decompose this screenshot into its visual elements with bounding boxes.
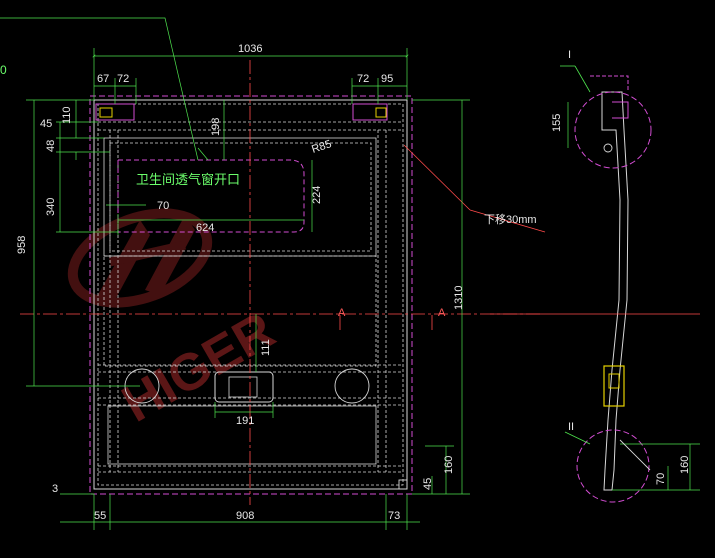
hinge-right bbox=[352, 103, 388, 121]
side-view bbox=[490, 65, 700, 503]
label-radius: R85 bbox=[310, 138, 333, 156]
vent-opening-outline bbox=[118, 159, 305, 233]
dim-top-right-b: 95 bbox=[381, 73, 393, 85]
label-section-a-right: A bbox=[438, 307, 446, 319]
label-detail-2: II bbox=[568, 421, 574, 433]
dim-inner-70: 70 bbox=[157, 200, 169, 212]
detail-circle-1 bbox=[574, 91, 652, 169]
dim-top-width: 1036 bbox=[238, 43, 262, 55]
detail-circle-2 bbox=[576, 429, 650, 503]
dim-left-110: 110 bbox=[61, 106, 73, 124]
center-lines bbox=[20, 60, 546, 505]
side-lock bbox=[603, 365, 625, 407]
dim-right-45: 45 bbox=[422, 478, 434, 490]
dim-inner-111: 111 bbox=[260, 339, 272, 356]
door-inner-outline bbox=[97, 103, 404, 486]
dim-top-left-a: 67 bbox=[97, 73, 109, 85]
dim-bottom-55: 55 bbox=[94, 510, 106, 522]
dim-top-left-b: 72 bbox=[117, 73, 129, 85]
dim-bottom-3: 3 bbox=[52, 483, 58, 495]
dim-side-70: 70 bbox=[655, 473, 667, 485]
dim-side-160: 160 bbox=[679, 456, 691, 474]
dim-left-45: 45 bbox=[40, 118, 52, 130]
dim-bottom-73: 73 bbox=[388, 510, 400, 522]
dim-right-1310: 1310 bbox=[453, 286, 465, 310]
dim-inner-191: 191 bbox=[236, 415, 254, 427]
handle-cutout bbox=[214, 371, 274, 403]
higer-logo-icon bbox=[67, 208, 213, 308]
front-view bbox=[89, 95, 413, 495]
dim-top-right-a: 72 bbox=[357, 73, 369, 85]
round-cutout-right bbox=[334, 368, 370, 404]
dim-inner-224: 224 bbox=[311, 186, 323, 204]
hinge-left bbox=[95, 103, 135, 121]
dim-side-155: 155 bbox=[551, 114, 563, 132]
label-detail-1: I bbox=[568, 49, 571, 61]
dim-inner-198: 198 bbox=[210, 118, 222, 136]
dim-inner-624: 624 bbox=[196, 222, 214, 234]
dim-bottom-908: 908 bbox=[236, 510, 254, 522]
watermark-brand: HIGER bbox=[113, 301, 285, 434]
dim-left-340: 340 bbox=[45, 198, 57, 216]
dim-left-48: 48 bbox=[45, 140, 57, 152]
outer-boundary bbox=[89, 95, 413, 495]
annotation-text: R85 卫生间透气窗开口 下移30mm A A I II 0 bbox=[0, 49, 574, 433]
dimension-text: 1036 67 72 72 95 45 110 48 340 958 198 2… bbox=[16, 43, 691, 522]
door-outline bbox=[93, 99, 408, 490]
label-vent-opening: 卫生间透气窗开口 bbox=[136, 172, 240, 187]
dimension-lines bbox=[0, 17, 470, 530]
side-profile bbox=[601, 91, 629, 491]
dim-left-958: 958 bbox=[16, 236, 28, 254]
label-shift-note: 下移30mm bbox=[484, 213, 537, 226]
label-section-a-left: A bbox=[338, 307, 346, 319]
label-edge-zero: 0 bbox=[0, 63, 7, 77]
dim-right-160: 160 bbox=[443, 456, 455, 474]
